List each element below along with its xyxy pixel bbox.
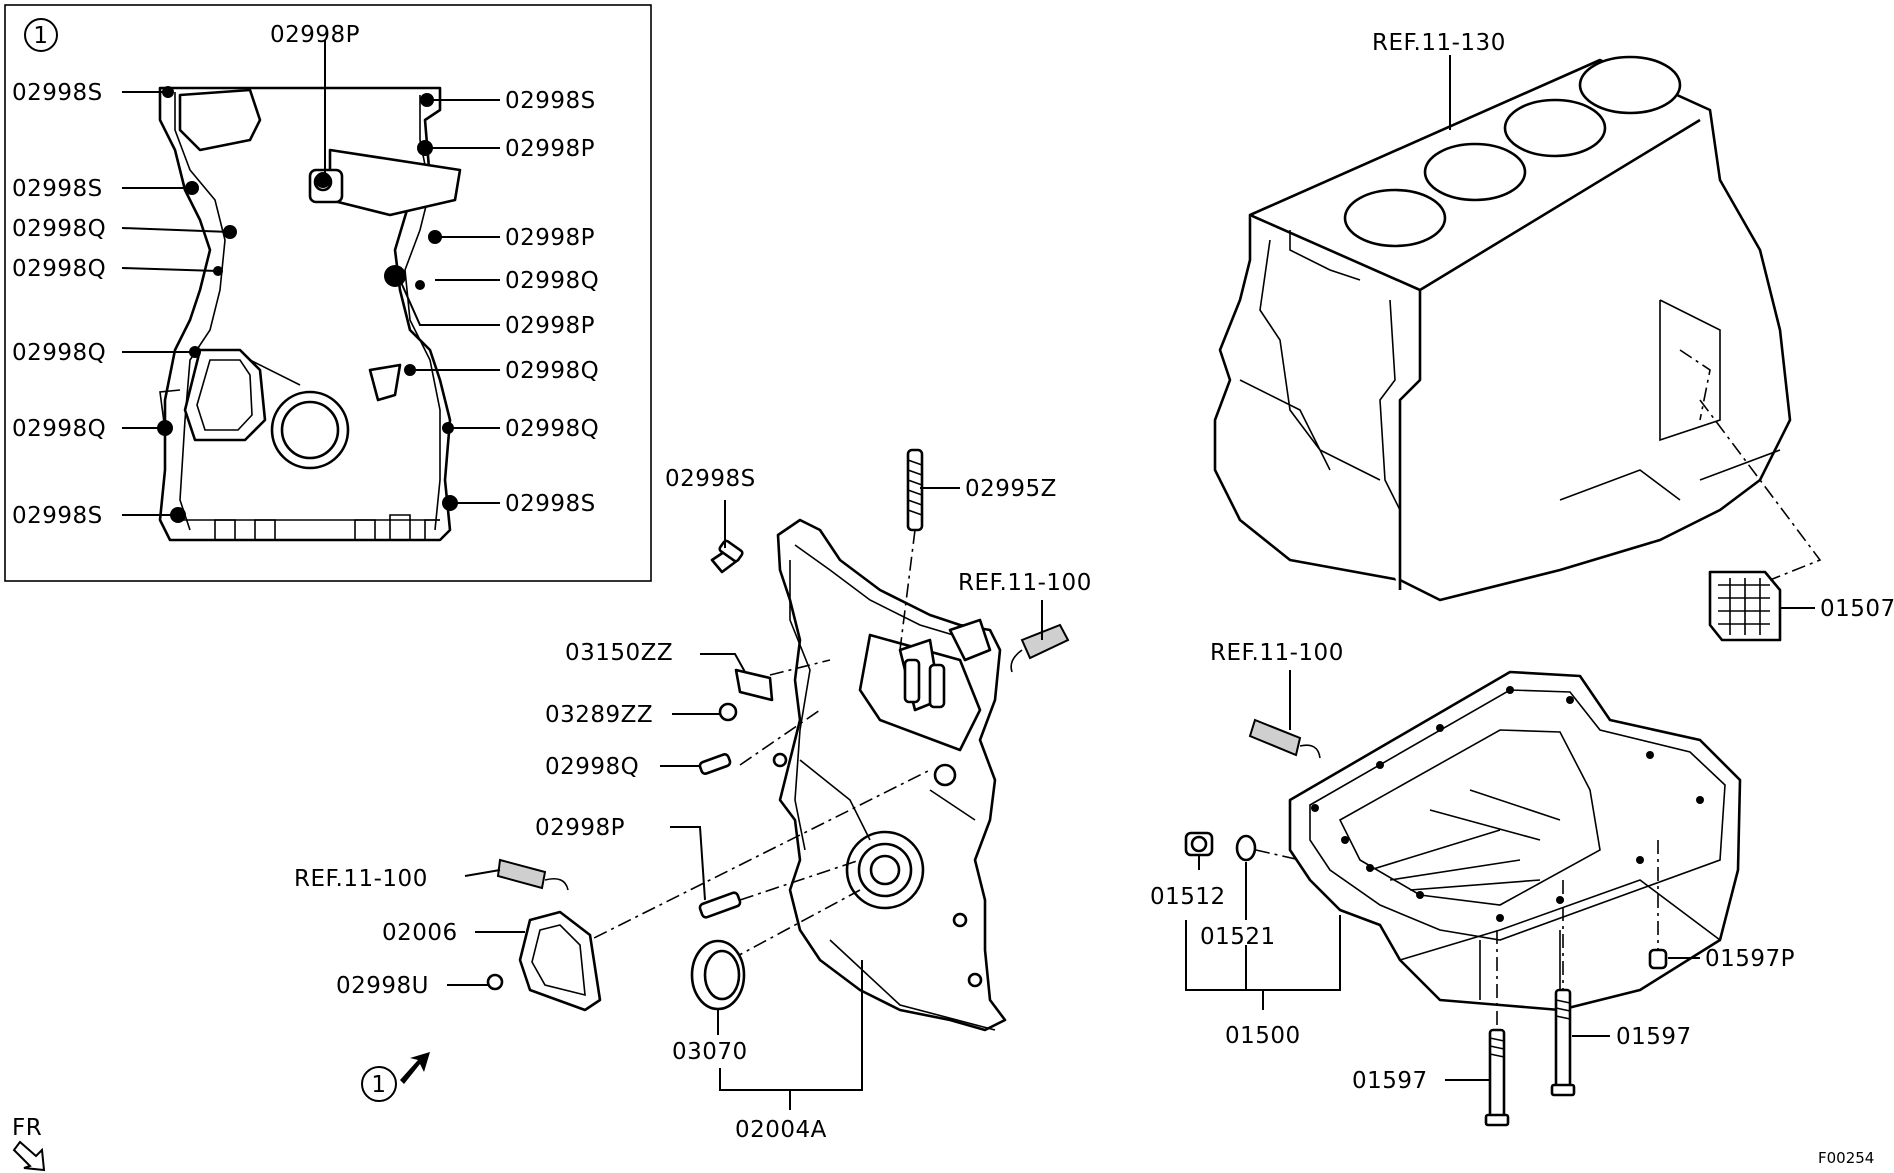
inset-frame [4, 4, 652, 582]
label-02995z: 02995Z [965, 476, 1057, 502]
oil-strainer [1708, 570, 1782, 642]
label-02998q-left-1: 02998Q [12, 216, 106, 242]
label-ref-left: REF.11-100 [294, 866, 428, 892]
label-ref-pan: REF.11-100 [1210, 640, 1344, 666]
timing-chain-cover [772, 518, 1007, 1032]
figure-code: F00254 [1818, 1149, 1874, 1167]
label-02998s-bottom-right: 02998S [505, 491, 596, 517]
label-02004a: 02004A [735, 1117, 827, 1143]
label-02998q-left-4: 02998Q [12, 416, 106, 442]
label-02998u: 02998U [336, 973, 429, 999]
bolt-02998s [710, 539, 744, 574]
dash-cover-3 [739, 859, 861, 901]
label-02006: 02006 [382, 920, 458, 946]
bolt-01597-right [1550, 880, 1576, 1097]
label-03070: 03070 [672, 1039, 748, 1065]
drain-gasket-01521 [1235, 834, 1257, 862]
label-02998q-left-2: 02998Q [12, 256, 106, 282]
label-02998s-top-left: 02998S [12, 80, 103, 106]
label-03150zz: 03150ZZ [565, 640, 673, 666]
dash-seal [729, 889, 861, 961]
oil-seal-03070 [690, 939, 746, 1011]
label-01500: 01500 [1225, 1023, 1301, 1049]
label-02998s-top-right: 02998S [505, 88, 596, 114]
sealant-tube-pan [1248, 718, 1321, 759]
leader-02998p [670, 826, 706, 901]
plate-03150zz [734, 668, 774, 702]
leader-ref-left [464, 869, 501, 877]
dash-cover-1 [769, 659, 831, 676]
bolt-01597p [1648, 840, 1668, 970]
cover-plate-02006 [518, 910, 602, 1012]
cylinder-block [1213, 55, 1792, 602]
bolt-02998u [486, 973, 504, 991]
label-01507: 01507 [1820, 596, 1894, 622]
label-ref-block: REF.11-130 [1372, 30, 1506, 56]
label-01597-right: 01597 [1616, 1024, 1692, 1050]
front-arrow-icon [12, 1140, 46, 1172]
label-01521: 01521 [1200, 924, 1276, 950]
fr-label: FR [12, 1115, 42, 1141]
inset-marker-circle [24, 18, 58, 52]
label-02998q-right-3: 02998Q [505, 416, 599, 442]
inset-view: 1 [4, 4, 652, 582]
label-01597-left: 01597 [1352, 1068, 1428, 1094]
label-02998p-right-1: 02998P [505, 136, 595, 162]
dash-drain [1255, 849, 1301, 861]
view-direction-arrow-icon [400, 1052, 430, 1084]
drain-plug-01512 [1184, 831, 1214, 857]
label-01597p: 01597P [1705, 946, 1795, 972]
sealant-tube-left [496, 858, 569, 891]
stud-02995z [906, 448, 924, 532]
label-02998s-bottom-left: 02998S [12, 503, 103, 529]
label-01512: 01512 [1150, 884, 1226, 910]
label-02998q-left-3: 02998Q [12, 340, 106, 366]
bolt-02998p [698, 891, 742, 919]
oil-pan [1288, 670, 1742, 1012]
label-02998p-right-3: 02998P [505, 313, 595, 339]
sealant-tube-cover [1010, 623, 1070, 673]
leader-03150zz [700, 653, 746, 673]
label-02998p: 02998P [535, 815, 625, 841]
label-02998p-right-2: 02998P [505, 225, 595, 251]
dash-strainer-block [1699, 399, 1822, 581]
view-marker-label: 1 [371, 1072, 386, 1098]
dash-cover-2 [739, 709, 821, 766]
label-02998q-right-1: 02998Q [505, 268, 599, 294]
view-marker-circle [361, 1066, 397, 1102]
label-02998q-right-2: 02998Q [505, 358, 599, 384]
label-03289zz: 03289ZZ [545, 702, 653, 728]
dash-cover-4 [569, 769, 931, 951]
inset-timing-cover [158, 86, 462, 542]
label-02998s-left-2: 02998S [12, 176, 103, 202]
bolt-02998q [698, 753, 732, 775]
label-02998q: 02998Q [545, 754, 639, 780]
bolt-03289zz [718, 702, 738, 722]
label-02998p-top: 02998P [270, 22, 360, 48]
label-02998s: 02998S [665, 466, 756, 492]
inset-leaders [121, 40, 500, 516]
dash-stud [899, 529, 916, 651]
bolt-01597-left [1484, 930, 1510, 1127]
inset-marker-label: 1 [33, 23, 48, 49]
label-ref-cover: REF.11-100 [958, 570, 1092, 596]
